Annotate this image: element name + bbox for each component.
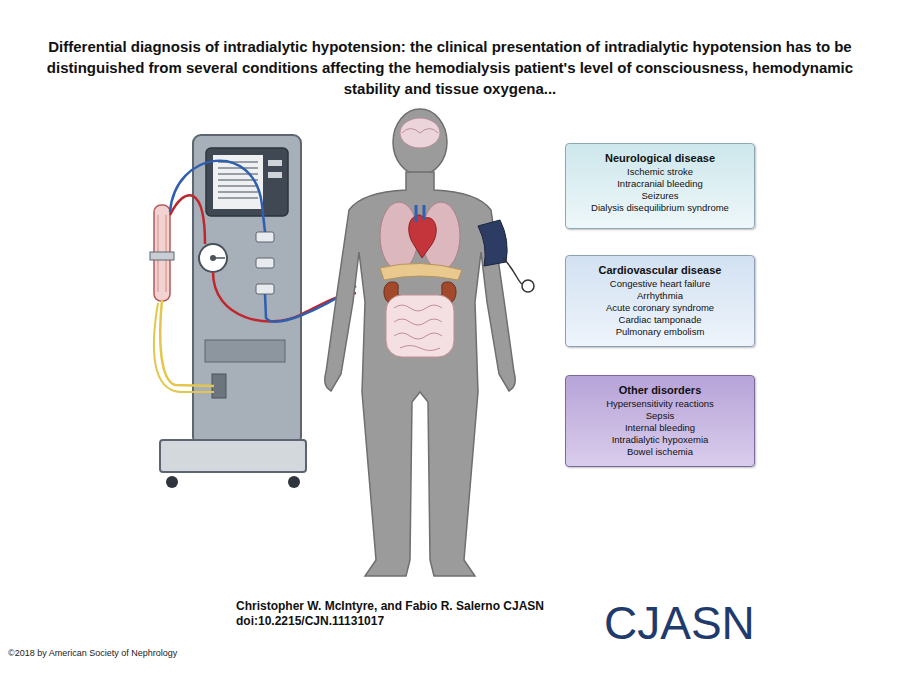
diagnosis-item: Hypersensitivity reactions bbox=[572, 398, 748, 410]
diagnosis-item: Ischemic stroke bbox=[572, 166, 748, 178]
box-heading: Other disorders bbox=[572, 383, 748, 397]
diagnosis-box: Cardiovascular diseaseCongestive heart f… bbox=[565, 255, 755, 347]
diagnosis-item: Seizures bbox=[572, 190, 748, 202]
author-credit: Christopher W. McIntyre, and Fabio R. Sa… bbox=[236, 600, 544, 614]
diagnosis-item: Acute coronary syndrome bbox=[572, 302, 748, 314]
diagnosis-box: Other disordersHypersensitivity reaction… bbox=[565, 375, 755, 467]
copyright-note: ©2018 by American Society of Nephrology bbox=[8, 648, 177, 658]
diagnosis-item: Pulmonary embolism bbox=[572, 326, 748, 338]
doi-text: doi:10.2215/CJN.11131017 bbox=[236, 615, 384, 629]
diagnosis-item: Internal bleeding bbox=[572, 422, 748, 434]
dialysis-machine bbox=[150, 135, 356, 488]
diagnosis-item: Sepsis bbox=[572, 410, 748, 422]
diagnosis-item: Congestive heart failure bbox=[572, 278, 748, 290]
diagnosis-box: Neurological diseaseIschemic strokeIntra… bbox=[565, 143, 755, 229]
box-heading: Neurological disease bbox=[572, 151, 748, 165]
journal-logo: CJASN bbox=[604, 597, 755, 650]
diagnosis-item: Intracranial bleeding bbox=[572, 178, 748, 190]
box-heading: Cardiovascular disease bbox=[572, 263, 748, 277]
diagnosis-item: Bowel ischemia bbox=[572, 446, 748, 458]
diagnosis-item: Dialysis disequilibrium syndrome bbox=[572, 202, 748, 214]
figure-title: Differential diagnosis of intradialytic … bbox=[30, 36, 870, 99]
diagnosis-item: Intradialytic hypoxemia bbox=[572, 434, 748, 446]
patient-figure bbox=[325, 109, 534, 576]
diagnosis-item: Arrhythmia bbox=[572, 290, 748, 302]
diagnosis-item: Cardiac tamponade bbox=[572, 314, 748, 326]
